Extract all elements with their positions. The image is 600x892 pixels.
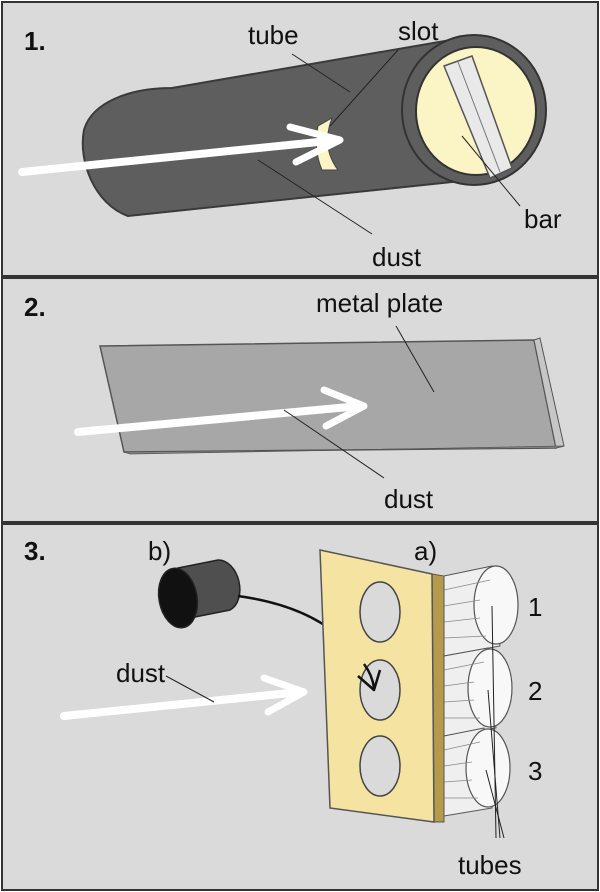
label-tube: tube <box>248 20 299 50</box>
label-tube-3: 3 <box>528 756 542 786</box>
slot-leader <box>329 49 399 127</box>
panel-2-number: 2. <box>24 292 46 322</box>
label-b: b) <box>148 536 171 566</box>
panel-1: 1. tube slot bar dust <box>1 1 599 277</box>
dust-leader-1 <box>257 159 373 235</box>
dust-leader-3 <box>165 675 215 703</box>
tube-leader <box>291 53 351 93</box>
label-tube-1: 1 <box>528 592 542 622</box>
label-tubes: tubes <box>458 850 522 880</box>
bar <box>443 55 513 180</box>
panel-2: 2. metal plate dust <box>1 277 599 523</box>
tubes-leader-2 <box>487 689 501 839</box>
airflow-arrow-2 <box>74 386 368 436</box>
panel-3-number: 3. <box>24 536 46 566</box>
sample-cylinder <box>157 559 241 629</box>
tube-1 <box>443 565 519 657</box>
tube-2 <box>443 647 513 737</box>
label-dust-3: dust <box>116 658 166 688</box>
airflow-arrow-3 <box>60 674 308 720</box>
sample-cylinder-face <box>157 567 199 629</box>
tube-3 <box>443 727 511 817</box>
panel-3: 3. <box>1 523 599 891</box>
label-tube-2: 2 <box>528 676 542 706</box>
label-dust-2: dust <box>384 484 434 514</box>
bar-edge <box>457 61 501 173</box>
label-metal-plate: metal plate <box>316 288 443 318</box>
bar-leader <box>461 135 521 207</box>
panel-1-number: 1. <box>24 26 46 56</box>
holder-hole-1 <box>359 581 401 643</box>
label-bar: bar <box>524 204 562 234</box>
tubes-leader-3 <box>485 769 505 839</box>
label-dust-1: dust <box>372 242 422 272</box>
transfer-arrow-tip <box>357 663 382 692</box>
holder-hole-3 <box>359 735 401 797</box>
metal-plate-bottom-edge <box>123 445 565 455</box>
plate-leader <box>395 325 435 393</box>
tube-body <box>81 36 492 218</box>
holder-plate <box>319 549 445 823</box>
metal-plate <box>99 339 557 453</box>
airflow-arrow-1 <box>18 123 344 176</box>
dust-leader-2 <box>283 409 385 479</box>
label-a: a) <box>414 536 437 566</box>
label-slot: slot <box>398 16 439 46</box>
tubes-leader-1 <box>491 605 497 839</box>
